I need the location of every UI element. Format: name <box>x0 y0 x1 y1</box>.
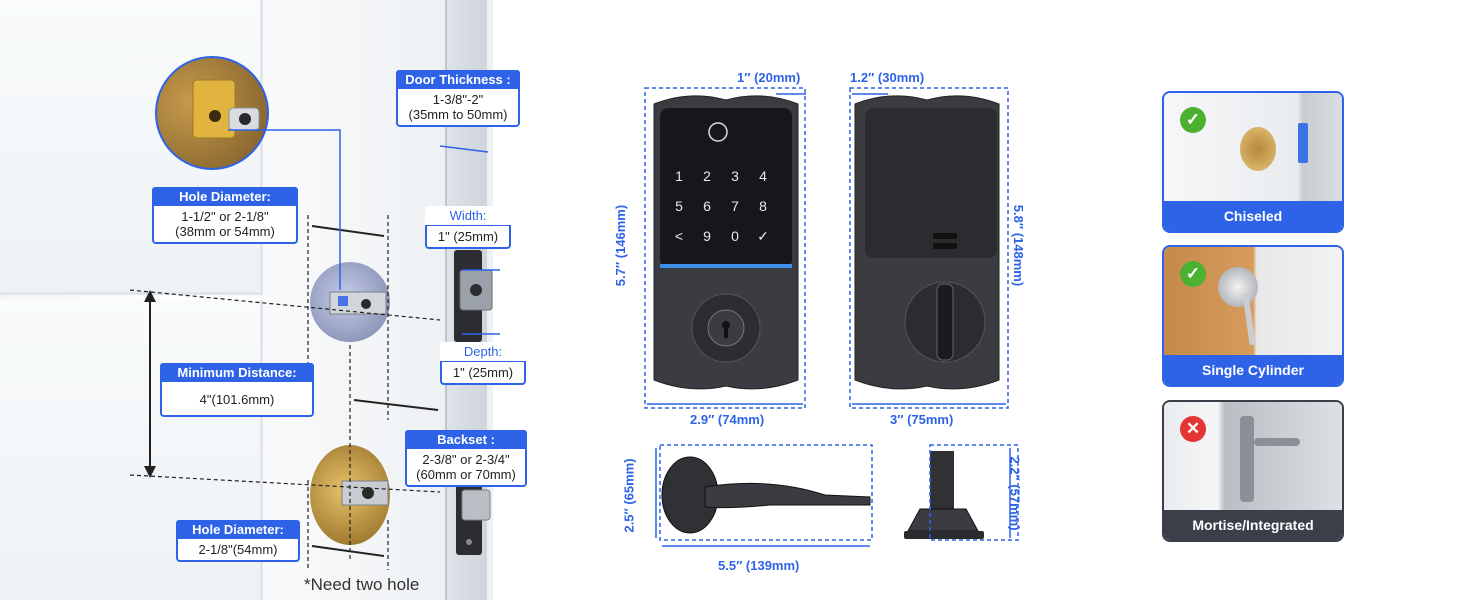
mortise-plate-icon <box>1240 416 1254 502</box>
depth-title: Depth: <box>440 342 526 362</box>
keypad-key: 2 <box>703 168 711 184</box>
backset-label: Backset : 2-3/8" or 2-3/4"(60mm or 70mm) <box>405 430 527 487</box>
cross-icon: ✕ <box>1180 416 1206 442</box>
door-type-card-single-cylinder: ✓ Single Cylinder <box>1162 245 1344 387</box>
measurement-lines <box>129 129 500 570</box>
depth-label: Depth: 1" (25mm) <box>440 342 526 385</box>
door-type-label: Single Cylinder <box>1164 355 1342 385</box>
width-value: 1" (25mm) <box>437 229 499 244</box>
keypad-key: 6 <box>703 198 711 214</box>
door-thickness-label: Door Thickness : 1-3/8"-2"(35mm to 50mm) <box>396 70 520 127</box>
door-type-label: Chiseled <box>1164 201 1342 231</box>
lever-height-dim: 2.5″ (65mm) <box>621 458 637 533</box>
front-height-dim: 5.7″ (146mm) <box>613 204 629 287</box>
keypad-key: ✓ <box>757 228 769 244</box>
cylinder-key-icon <box>1218 267 1258 307</box>
hole-diameter-top-label: Hole Diameter: 1-1/2" or 2-1/8"(38mm or … <box>152 187 298 244</box>
keypad-key: < <box>674 228 684 244</box>
lock-dimension-lines <box>644 87 1019 547</box>
two-hole-note: *Need two hole <box>304 575 420 594</box>
check-icon: ✓ <box>1180 107 1206 133</box>
single-cylinder-image: ✓ <box>1164 247 1342 355</box>
edge-strike-icon <box>1298 123 1308 163</box>
minimum-distance-title: Minimum Distance: <box>160 363 314 382</box>
hole-diameter-bottom-title: Hole Diameter: <box>176 520 300 539</box>
spindle-illustration <box>904 451 984 539</box>
door-thickness-metric: (35mm to 50mm) <box>408 107 508 122</box>
front-top-width-dim: 1″ (20mm) <box>737 70 801 85</box>
minimum-distance-label: Minimum Distance: 4"(101.6mm) <box>160 363 314 417</box>
spindle-height-dim: 2.2″ (57mm) <box>1007 456 1023 531</box>
keypad-grid: 1 2 3 4 5 6 7 8 < 9 0 ✓ <box>666 168 778 245</box>
keypad-key: 8 <box>759 198 767 214</box>
door-type-card-mortise: ✕ Mortise/Integrated <box>1162 400 1344 542</box>
bore-hole-icon <box>1240 127 1276 171</box>
door-thickness-title: Door Thickness : <box>396 70 520 89</box>
keypad-key: 1 <box>675 168 683 184</box>
backset-metric: (60mm or 70mm) <box>416 467 516 482</box>
latch-closeup-image <box>155 56 269 170</box>
keypad-front-illustration <box>653 95 799 390</box>
keypad-key: 3 <box>731 168 739 184</box>
door-type-label: Mortise/Integrated <box>1164 510 1342 540</box>
latch-bolt-icon <box>192 79 260 139</box>
upper-hole-image <box>310 262 390 342</box>
key-icon <box>1242 292 1256 346</box>
hole-diameter-bottom-label: Hole Diameter: 2-1/8"(54mm) <box>176 520 300 562</box>
interior-back-illustration <box>854 95 1000 390</box>
hole-diameter-bottom-value: 2-1/8"(54mm) <box>198 542 278 557</box>
lever-length-dim: 5.5″ (139mm) <box>718 558 800 573</box>
backset-title: Backset : <box>405 430 527 449</box>
back-height-dim: 5.8″ (148mm) <box>1011 204 1027 287</box>
keypad-key: 7 <box>731 198 739 214</box>
back-top-width-dim: 1.2″ (30mm) <box>850 70 925 85</box>
front-width-dim: 2.9″ (74mm) <box>690 412 765 427</box>
lever-handle-illustration <box>661 456 871 534</box>
hole-diameter-top-imperial: 1-1/2" or 2-1/8" <box>181 209 269 224</box>
back-width-dim: 3″ (75mm) <box>890 412 954 427</box>
backset-imperial: 2-3/8" or 2-3/4" <box>422 452 510 467</box>
mortise-door-image: ✕ <box>1164 402 1342 510</box>
mortise-lever-icon <box>1254 438 1300 446</box>
latch-edge-illustration <box>454 250 493 555</box>
keypad-key: 9 <box>703 228 711 244</box>
door-type-card-chiseled: ✓ Chiseled <box>1162 91 1344 233</box>
keypad-key: 4 <box>759 168 767 184</box>
depth-value: 1" (25mm) <box>452 365 514 380</box>
width-title: Width: <box>425 206 511 226</box>
keypad-key: 5 <box>675 198 683 214</box>
latch-mechanism-icon <box>329 291 387 315</box>
keypad-key: 0 <box>731 228 739 244</box>
width-label: Width: 1" (25mm) <box>425 206 511 249</box>
minimum-distance-value: 4"(101.6mm) <box>199 392 275 407</box>
door-thickness-range: 1-3/8"-2" <box>432 92 484 107</box>
hole-diameter-top-title: Hole Diameter: <box>152 187 298 206</box>
hole-diameter-top-metric: (38mm or 54mm) <box>175 224 275 239</box>
check-icon: ✓ <box>1180 261 1206 287</box>
chiseled-door-image: ✓ <box>1164 93 1342 201</box>
